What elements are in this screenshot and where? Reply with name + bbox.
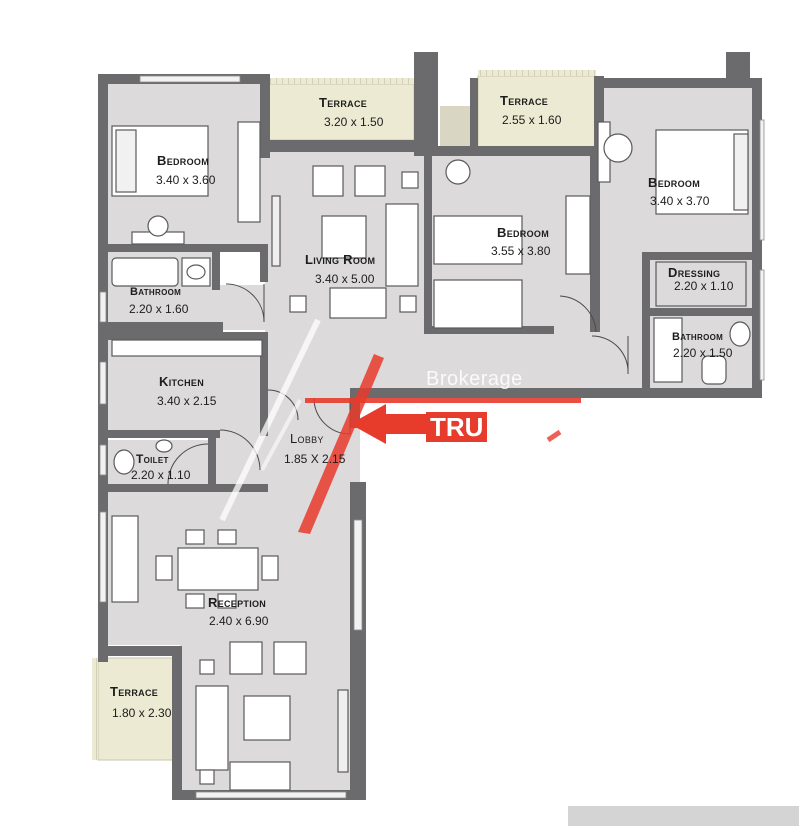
dressing-dims: 2.20 x 1.10 xyxy=(674,279,734,293)
kitchen-counter xyxy=(111,339,263,357)
lobby-dims: 1.85 X 2.15 xyxy=(284,452,346,466)
armchair-1 xyxy=(312,165,344,197)
armchair-r1 xyxy=(229,641,263,675)
arrow-icon xyxy=(350,404,426,444)
shower-right xyxy=(653,317,683,383)
terrace-top-left-dims: 3.20 x 1.50 xyxy=(324,115,384,129)
sofa-living xyxy=(385,203,419,287)
living-room-dims: 3.40 x 5.00 xyxy=(315,272,375,286)
coffee-table-living xyxy=(321,215,367,259)
dining-table xyxy=(177,547,259,591)
terrace-top-left-name: Terrace xyxy=(319,95,368,110)
chair-left xyxy=(147,215,169,237)
furniture xyxy=(111,121,751,791)
tv-reception xyxy=(337,689,349,773)
armchair-2 xyxy=(354,165,386,197)
bathroom-right-dims: 2.20 x 1.50 xyxy=(673,346,733,360)
watermark-graphics xyxy=(219,318,581,534)
sofa-reception-bottom xyxy=(229,761,291,791)
bedroom-right-name: Bedroom xyxy=(648,175,700,190)
bedroom-left-name: Bedroom xyxy=(157,153,209,168)
bedroom-middle-dims: 3.55 x 3.80 xyxy=(491,244,551,258)
bathroom-left-extra xyxy=(220,285,265,330)
bathtub-left xyxy=(111,257,179,287)
reception-dims: 2.40 x 6.90 xyxy=(209,614,269,628)
wardrobe-left xyxy=(237,121,261,223)
sofa-living-bottom xyxy=(329,287,387,319)
coffee-table-reception xyxy=(243,695,291,741)
corner-bar xyxy=(568,806,799,826)
wardrobe-middle xyxy=(565,195,591,275)
dressing-name: Dressing xyxy=(668,265,721,280)
terraces xyxy=(92,70,597,761)
bathroom-right-name: Bathroom xyxy=(672,331,724,343)
windows xyxy=(99,75,765,799)
kitchen-name: Kitchen xyxy=(159,374,204,389)
living-room-name: Living Room xyxy=(305,252,376,267)
watermark-brokerage: Brokerage xyxy=(426,368,523,390)
toilet-name: Toilet xyxy=(136,452,169,466)
bedroom-middle-name: Bedroom xyxy=(497,225,549,240)
terrace-bottom-dims: 1.80 x 2.30 xyxy=(112,706,172,720)
terrace-top-right-dims: 2.55 x 1.60 xyxy=(502,113,562,127)
lobby-name: Lobby xyxy=(290,431,324,446)
bed-middle-1 xyxy=(433,215,523,265)
terrace-top-left xyxy=(267,83,415,141)
bedroom-left-dims: 3.40 x 3.60 xyxy=(156,173,216,187)
bed-right xyxy=(655,129,749,215)
watermark-trust: TRU xyxy=(426,412,488,442)
bed-middle-2 xyxy=(433,279,523,329)
tv-living xyxy=(271,195,281,267)
bathroom-left-dims: 2.20 x 1.60 xyxy=(129,302,189,316)
armchair-r2 xyxy=(273,641,307,675)
kitchen-dims: 3.40 x 2.15 xyxy=(157,394,217,408)
terrace-top-right-name: Terrace xyxy=(500,93,549,108)
terrace-bottom-name: Terrace xyxy=(110,684,159,699)
reception-name: Reception xyxy=(208,595,267,610)
bathroom-left-name: Bathroom xyxy=(130,286,182,298)
sofa-reception xyxy=(195,685,229,771)
buffet-reception xyxy=(111,515,139,603)
bedroom-right-dims: 3.40 x 3.70 xyxy=(650,194,710,208)
terrace-top-right xyxy=(477,75,597,149)
terrace-bottom xyxy=(97,657,179,761)
toilet-dims: 2.20 x 1.10 xyxy=(131,468,191,482)
